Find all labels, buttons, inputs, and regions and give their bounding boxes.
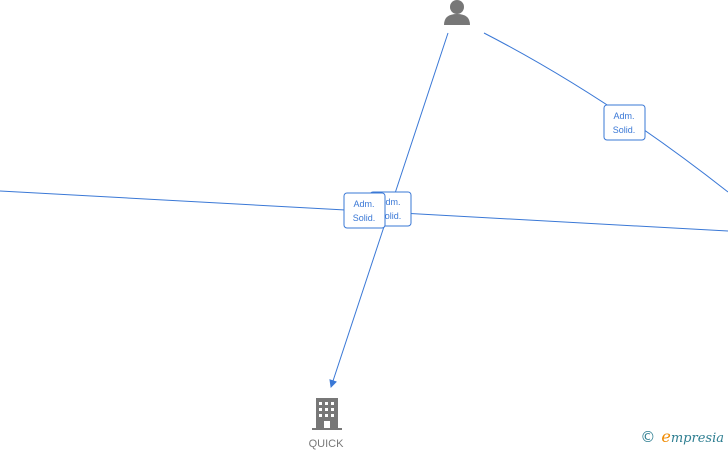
brand-first-letter: e [661, 427, 671, 446]
edge-label-line1: Adm. [353, 199, 374, 209]
company-node[interactable]: QUICK [309, 398, 345, 450]
edge-label-person-to-right[interactable]: Adm. Solid. [603, 104, 646, 141]
brand-rest: mpresia [670, 431, 724, 446]
brand-logo: empresia [661, 427, 724, 446]
edge-label-line1: Adm. [613, 111, 634, 121]
person-node[interactable] [444, 0, 470, 25]
person-icon [444, 0, 470, 25]
edge-label-line1: Adm. [379, 197, 400, 207]
company-label: QUICK [309, 438, 345, 450]
copyright-icon: © [640, 427, 656, 446]
edge-person-to-right [483, 32, 728, 193]
edge-label-line2: Solid. [613, 125, 636, 135]
edge-label-left-to-right[interactable]: Adm. Solid. [343, 192, 386, 229]
building-icon [312, 398, 342, 430]
edge-label-line2: Solid. [379, 211, 402, 221]
edge-label-line2: Solid. [353, 213, 376, 223]
brand-watermark: © empresia [640, 427, 724, 446]
